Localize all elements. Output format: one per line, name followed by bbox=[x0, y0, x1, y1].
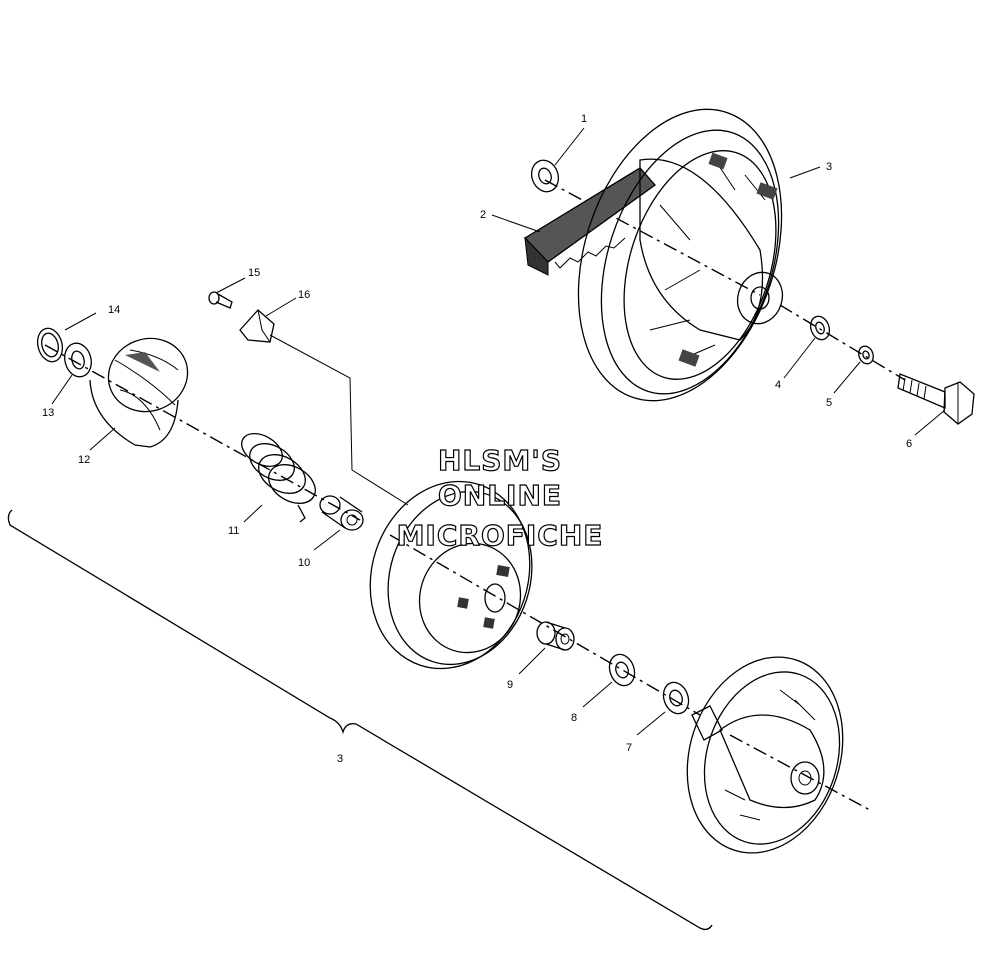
drive-belt-part-2 bbox=[523, 167, 656, 276]
callout-16: 16 bbox=[298, 289, 310, 301]
washer-part-7 bbox=[662, 681, 690, 715]
bolt-part-6 bbox=[897, 373, 975, 425]
screw-part-15 bbox=[208, 291, 233, 309]
lock-washer-part-5 bbox=[858, 345, 874, 365]
assembly-brace bbox=[7, 509, 713, 931]
upper-assembly-axis bbox=[544, 179, 906, 381]
callout-3-upper: 3 bbox=[826, 161, 832, 173]
callout-13: 13 bbox=[42, 407, 54, 419]
callout-14: 14 bbox=[108, 304, 120, 316]
callout-8: 8 bbox=[571, 712, 577, 724]
callout-12: 12 bbox=[78, 454, 90, 466]
button-shoe-part-16 bbox=[239, 309, 275, 343]
bushing-part-10 bbox=[319, 495, 364, 531]
callout-3-lower: 3 bbox=[337, 753, 343, 765]
bushing-part-9 bbox=[536, 621, 575, 651]
washer-part-8 bbox=[608, 653, 636, 687]
spring-part-11 bbox=[241, 432, 316, 523]
moveable-sheave-part-3-lower bbox=[369, 480, 533, 670]
callout-2: 2 bbox=[480, 209, 486, 221]
callout-9: 9 bbox=[507, 679, 513, 691]
main-assembly-axis bbox=[44, 344, 871, 811]
guide-line-16 bbox=[269, 334, 409, 506]
callout-10: 10 bbox=[298, 557, 310, 569]
callout-15: 15 bbox=[248, 267, 260, 279]
washer-part-13 bbox=[64, 342, 92, 378]
cam-part-12 bbox=[89, 337, 189, 448]
driven-sheave-part-3-upper bbox=[577, 108, 784, 402]
callout-5: 5 bbox=[826, 397, 832, 409]
washer-part-1 bbox=[530, 159, 560, 193]
watermark-line-2: ONLINE bbox=[438, 479, 562, 512]
leader-lines bbox=[51, 127, 946, 736]
callout-7: 7 bbox=[626, 742, 632, 754]
callout-6: 6 bbox=[906, 438, 912, 450]
callout-1: 1 bbox=[581, 113, 587, 125]
callout-4: 4 bbox=[775, 379, 781, 391]
washer-part-4 bbox=[809, 315, 831, 341]
watermark-line-1: HLSM'S bbox=[438, 444, 562, 477]
callout-11: 11 bbox=[228, 525, 239, 537]
watermark-line-3: MICROFICHE bbox=[397, 519, 604, 552]
snap-ring-part-14 bbox=[36, 327, 64, 363]
stationary-sheave-part-3-lower bbox=[686, 656, 844, 854]
